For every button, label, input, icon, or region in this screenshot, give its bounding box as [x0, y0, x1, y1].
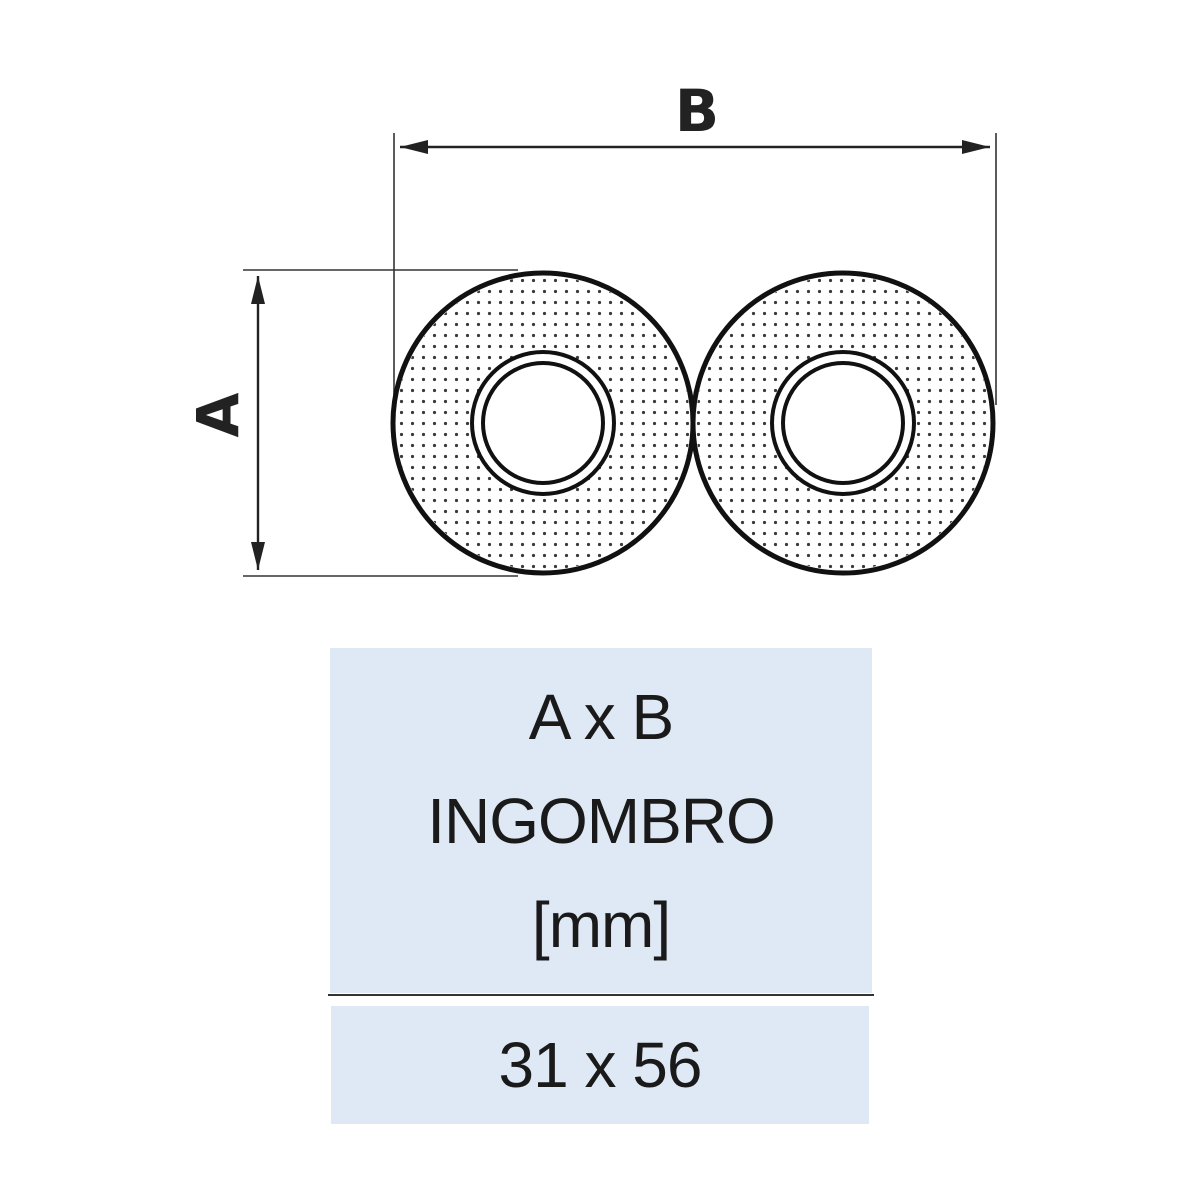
table-divider: [328, 994, 874, 996]
header-axb: A x B: [528, 680, 674, 753]
header-ingombro: INGOMBRO: [427, 784, 776, 857]
header-unit: [mm]: [531, 888, 671, 961]
dimension-a: A: [184, 269, 518, 577]
dimension-table-value-cell: 31 x 56: [331, 1006, 869, 1124]
dimension-b-label: B: [675, 77, 719, 145]
pipe-left: [390, 270, 696, 576]
pipe-bore-right: [781, 361, 905, 485]
dimension-b: B: [393, 77, 997, 410]
dimension-value: 31 x 56: [498, 1029, 703, 1101]
pipe-bore-left: [481, 361, 605, 485]
pipe-right: [690, 270, 996, 576]
dimension-a-label: A: [184, 392, 252, 437]
dimension-table-header: A x B INGOMBRO [mm]: [330, 648, 872, 993]
pipe-dimension-diagram: B A: [184, 77, 997, 577]
